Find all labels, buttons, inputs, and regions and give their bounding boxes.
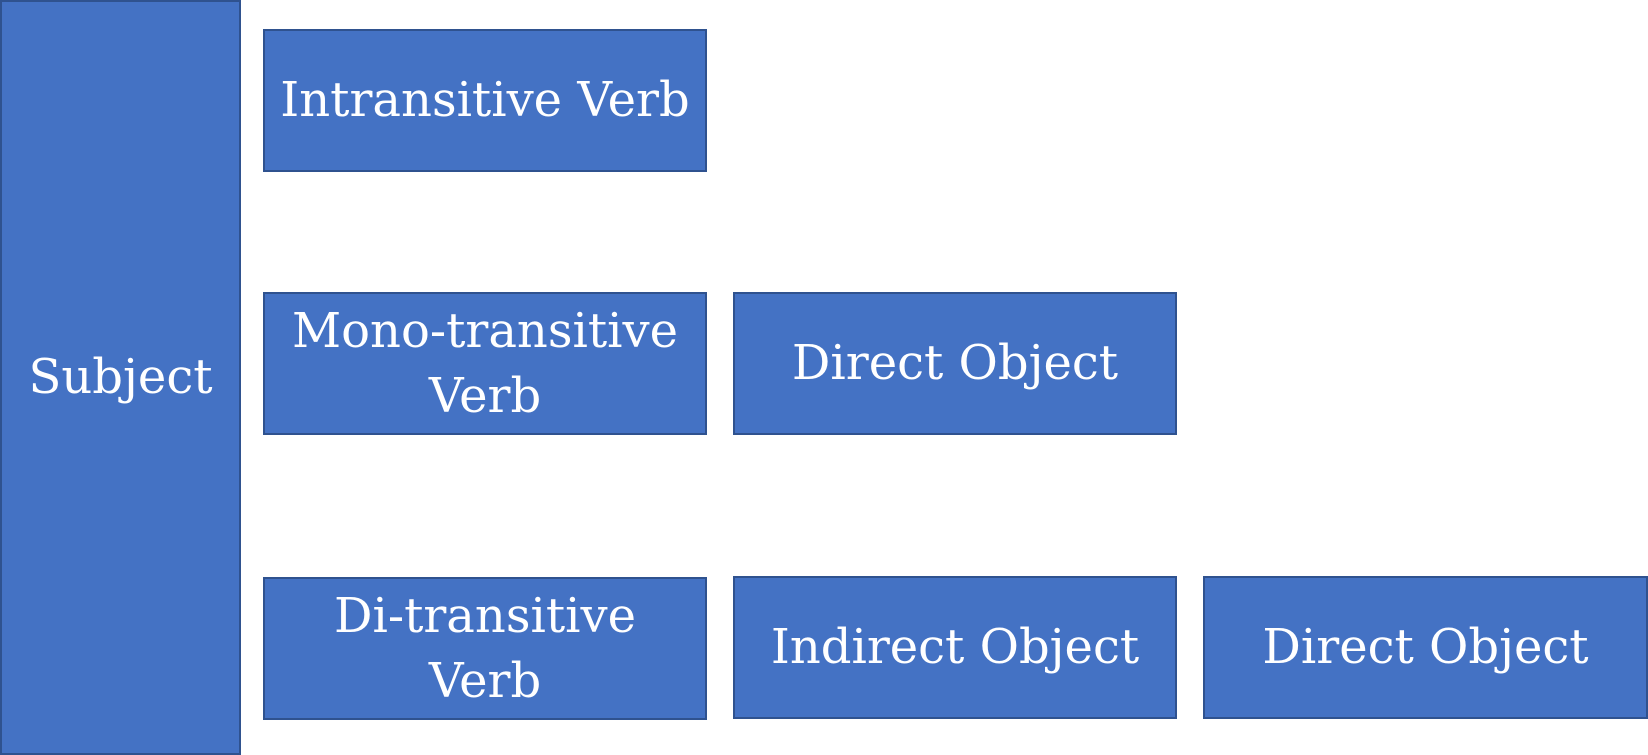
di-direct-object-label: Direct Object bbox=[1262, 619, 1589, 676]
subject-box: Subject bbox=[0, 0, 241, 755]
di-direct-object-box: Direct Object bbox=[1203, 576, 1648, 719]
mono-direct-object-box: Direct Object bbox=[733, 292, 1177, 435]
intransitive-verb-box: Intransitive Verb bbox=[263, 29, 707, 172]
intransitive-verb-label: Intransitive Verb bbox=[280, 72, 690, 129]
subject-label: Subject bbox=[28, 349, 213, 406]
mono-direct-object-label: Direct Object bbox=[791, 335, 1119, 392]
mono-transitive-verb-box: Mono-transitive Verb bbox=[263, 292, 707, 435]
di-transitive-verb-label: Di-transitive Verb bbox=[334, 587, 636, 709]
indirect-object-label: Indirect Object bbox=[770, 619, 1140, 676]
indirect-object-box: Indirect Object bbox=[733, 576, 1177, 719]
di-transitive-verb-box: Di-transitive Verb bbox=[263, 577, 707, 720]
mono-transitive-verb-label: Mono-transitive Verb bbox=[292, 302, 678, 424]
